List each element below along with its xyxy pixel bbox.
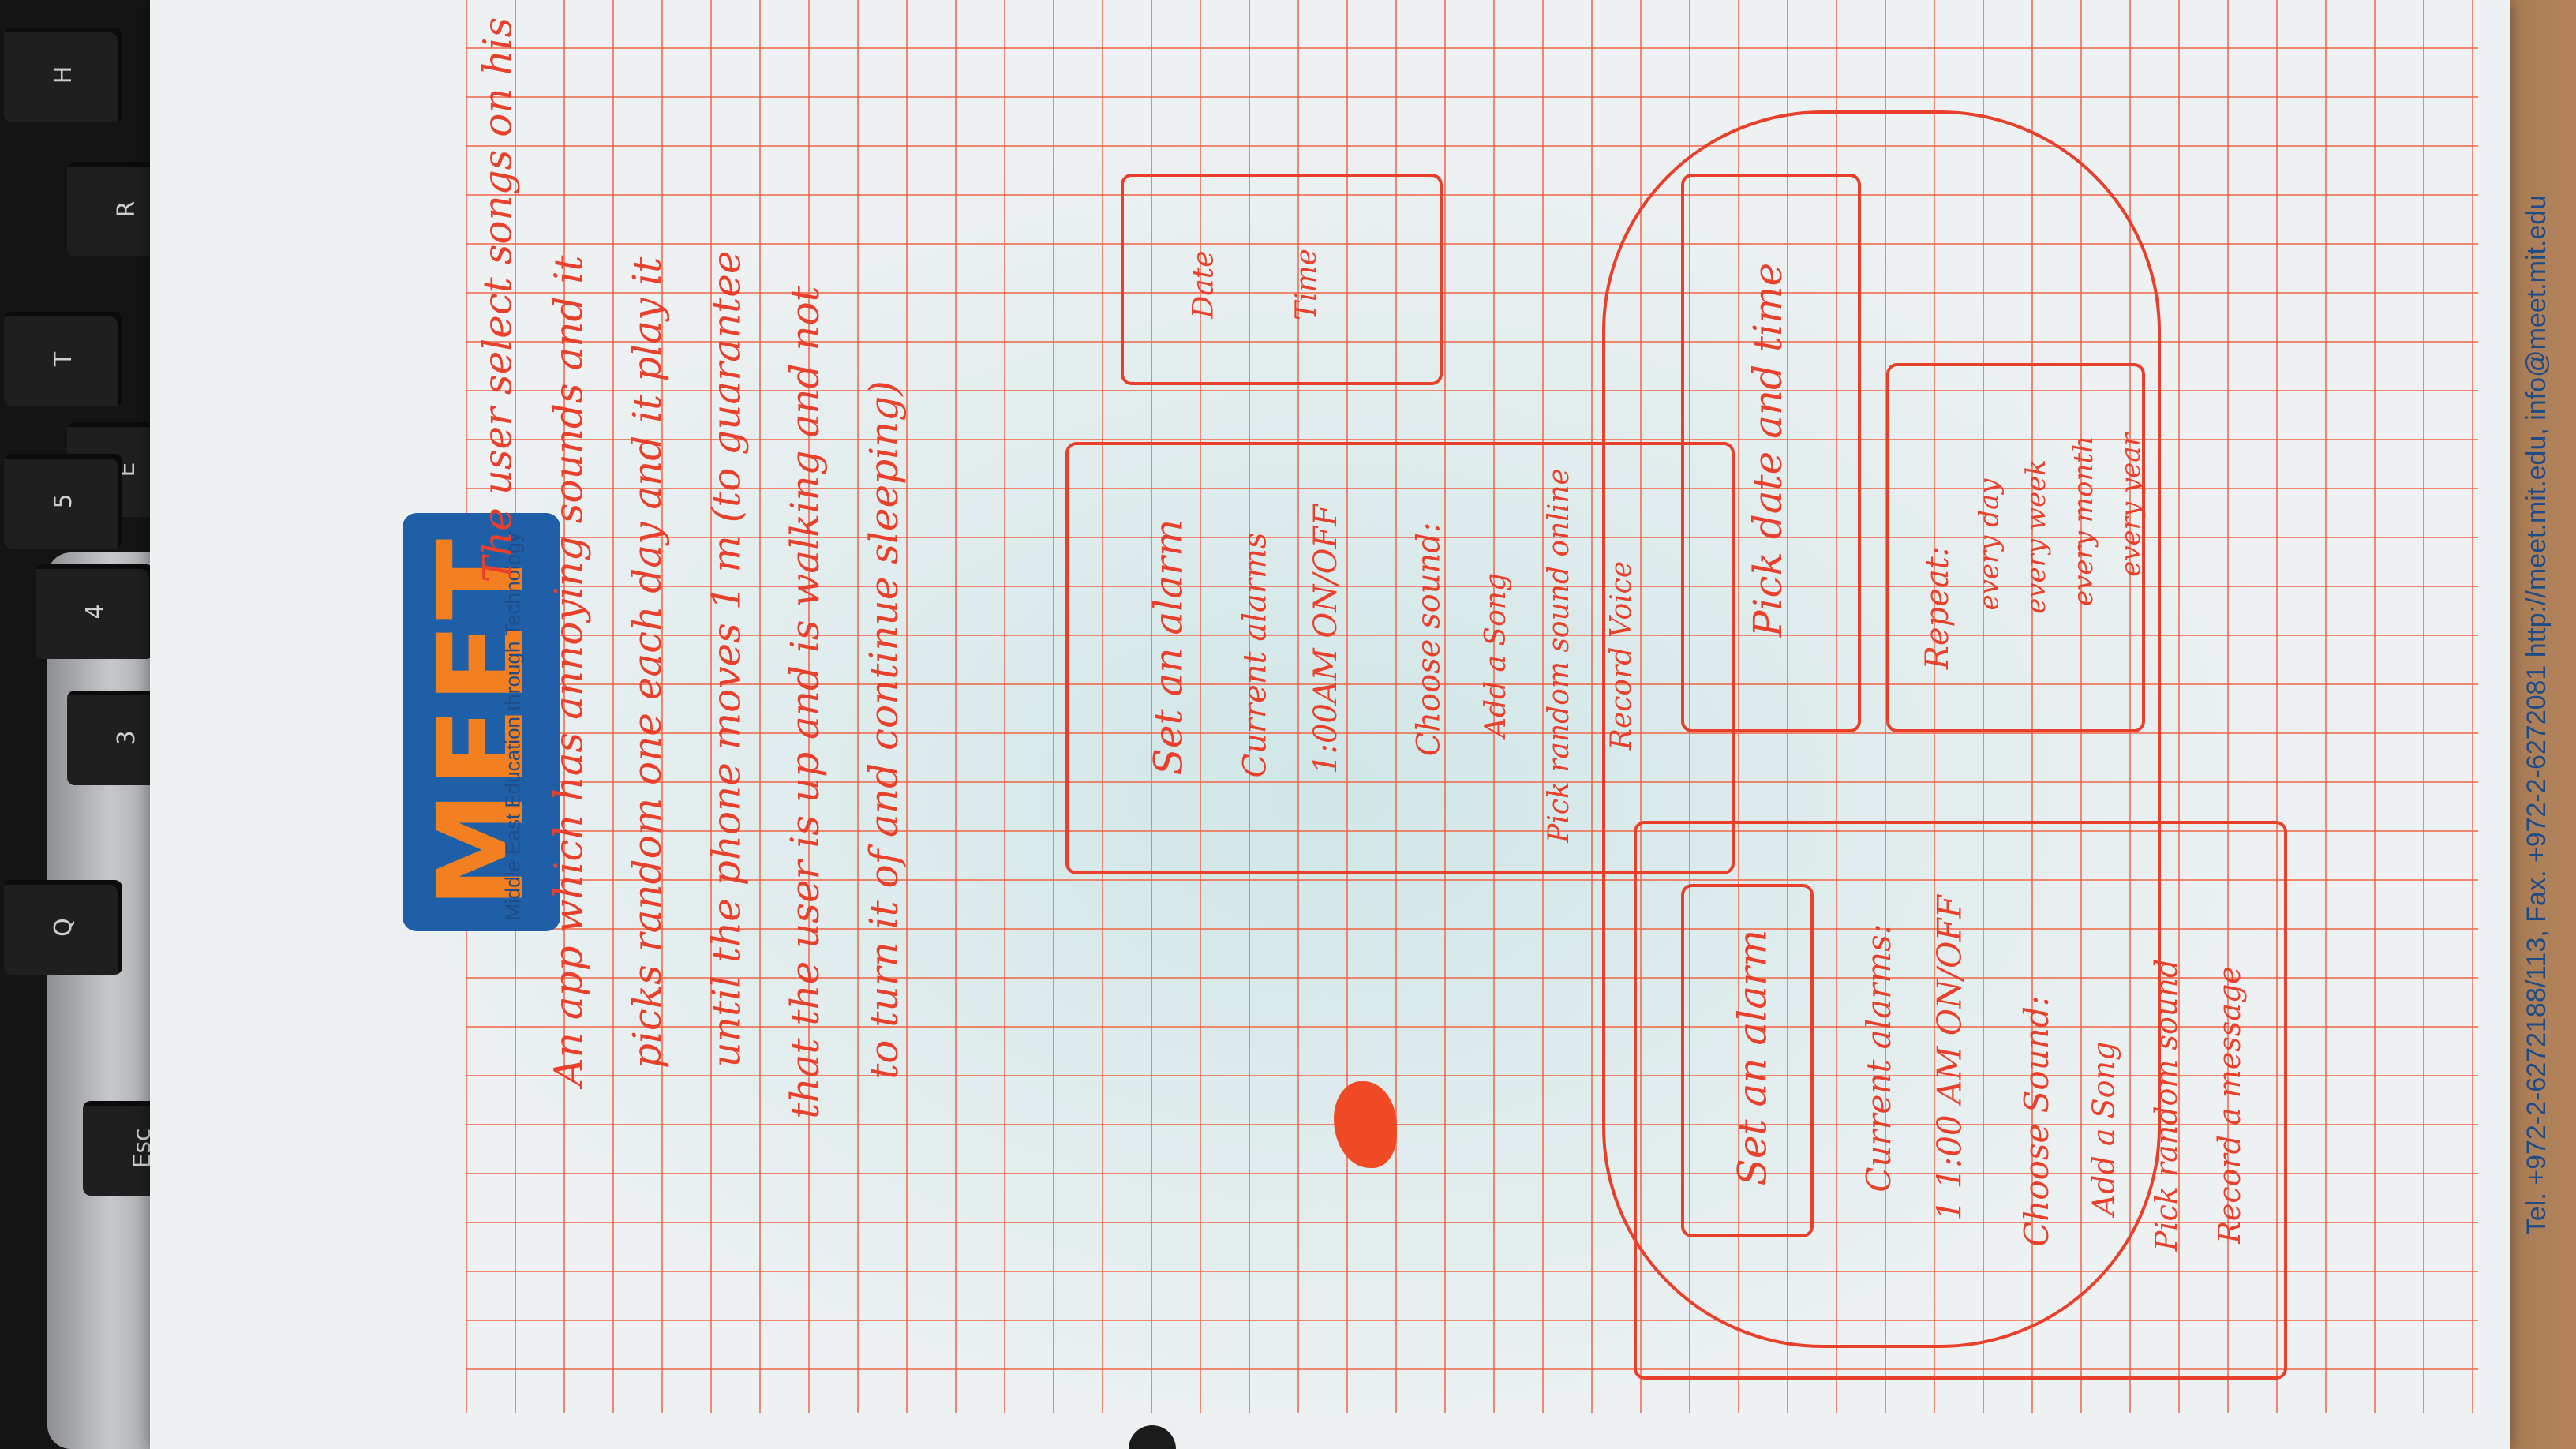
sketch3-current: Current alarms:	[1859, 923, 1898, 1193]
note-line-3: until the phone moves 1 m (to guarantee	[703, 250, 749, 1068]
paper-sheet: MEET Middle East Education through Techn…	[150, 0, 2552, 1449]
sketch3-title-box	[1681, 884, 1814, 1237]
keyboard-key: Q	[4, 880, 122, 975]
sketch3-option: Add a Song	[2086, 1041, 2121, 1216]
sketch1-option: Add a Song	[1479, 572, 1512, 738]
sketch2-title-box	[1681, 174, 1861, 732]
sketch2-repeat-box	[1886, 363, 2145, 732]
keyboard-key: T	[4, 312, 122, 406]
sketch2-option: every month	[2068, 436, 2100, 606]
sketch3-option: Record a message	[2212, 966, 2247, 1244]
sketch-date-time-box	[1121, 174, 1443, 385]
sketch2-title: Pick date and time	[1745, 262, 1791, 638]
sketch-frame-2	[1602, 110, 2161, 1348]
note-line-2: picks random one each day and it play it	[624, 256, 671, 1069]
sketch1-option: Pick random sound online	[1542, 467, 1575, 843]
sketch3-alarm: 1 1:00 AM ON/OFF	[1930, 894, 1969, 1221]
keyboard-key: 4	[36, 564, 154, 659]
note-line-4: that the user is up and is walking and n…	[782, 286, 828, 1119]
note-line-5: to turn it of and continue sleeping)	[861, 380, 908, 1080]
sketch2-repeat: Repeat:	[1919, 545, 1956, 670]
sketch1-title: Set an alarm	[1145, 519, 1192, 776]
sketch3-title: Set an alarm	[1729, 929, 1776, 1186]
footer-contact: Tel. +972-2-6272188/113, Fax. +972-2-627…	[2522, 194, 2552, 1234]
sketch3-option: Pick random sound	[2149, 958, 2184, 1252]
sketch1-date: Date	[1187, 249, 1220, 319]
sketch1-current: Current alarms	[1237, 532, 1273, 778]
meet-logo: MEET	[402, 513, 560, 931]
sketch2-option: every week	[2020, 459, 2053, 614]
logo-tagline: Middle East Education through Technology	[500, 531, 525, 921]
keyboard-key: H	[4, 28, 122, 122]
sketch-frame-1	[1065, 442, 1735, 874]
keyboard-key: 5	[4, 454, 122, 549]
sketch2-option: every day	[1973, 478, 2005, 611]
sketch1-time: Time	[1290, 248, 1323, 320]
note-line-1: An app which has annoying sounds and it	[545, 255, 591, 1087]
sketch1-alarm: 1:00AM ON/OFF	[1308, 504, 1345, 774]
ink-blot	[1334, 1081, 1397, 1168]
sketch1-choose: Choose sound:	[1410, 522, 1447, 757]
sketch3-choose: Choose Sound:	[2016, 994, 2056, 1247]
sketch2-option: every year	[2115, 433, 2147, 577]
footer-contact-box: Tel. +972-2-6272188/113, Fax. +972-2-627…	[2510, 182, 2565, 1247]
note-line-0: The user select songs on his	[474, 17, 520, 583]
sketch-frame-3	[1634, 821, 2287, 1380]
